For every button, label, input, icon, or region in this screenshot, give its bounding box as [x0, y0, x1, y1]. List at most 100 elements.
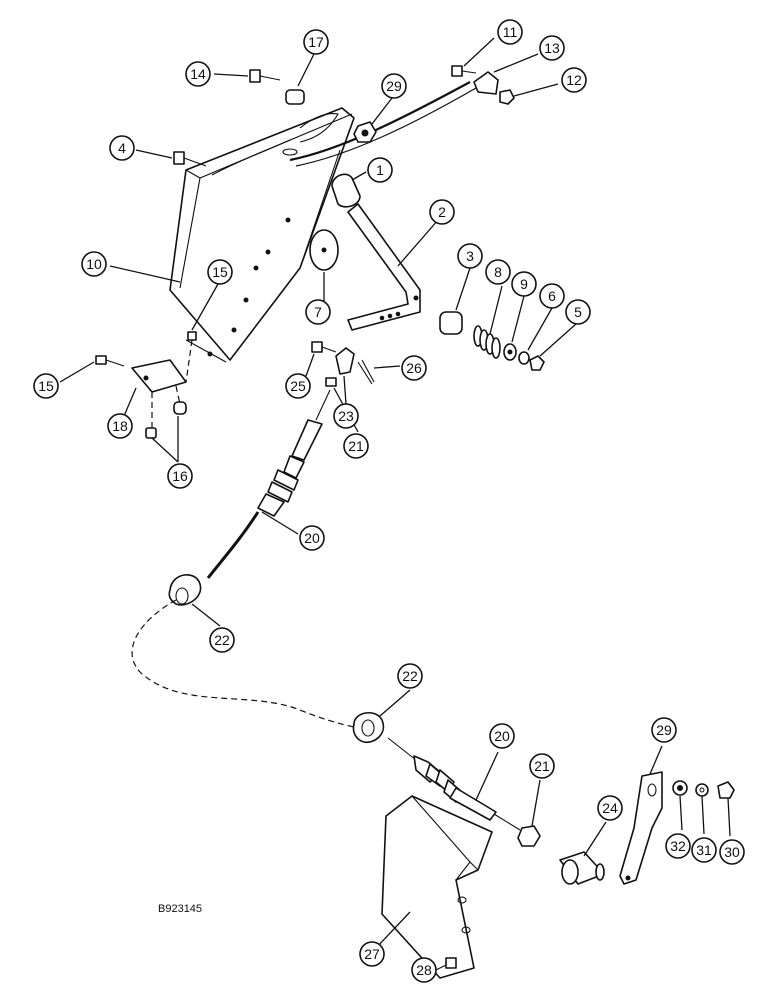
svg-text:17: 17	[308, 34, 324, 50]
svg-text:1: 1	[376, 162, 384, 178]
callout-17: 17	[303, 29, 329, 55]
callout-22-upper: 22	[209, 627, 235, 653]
cylinder-24	[559, 851, 605, 885]
callout-8: 8	[485, 259, 511, 285]
callouts: 17 14 29 11 13 12 4 1 2 10 15 3 8 9 6 5 …	[33, 19, 745, 983]
lever-2	[347, 203, 421, 331]
svg-text:12: 12	[566, 72, 582, 88]
svg-text:21: 21	[534, 758, 550, 774]
disc-7	[309, 229, 339, 271]
callout-15-lower: 15	[33, 373, 59, 399]
svg-text:22: 22	[214, 632, 230, 648]
callout-22-lower: 22	[397, 663, 423, 689]
svg-text:26: 26	[406, 360, 422, 376]
svg-text:6: 6	[548, 288, 556, 304]
bolt-15-upper	[185, 331, 197, 383]
bolt-11	[451, 65, 477, 77]
bolt-15-lower	[95, 355, 125, 367]
svg-text:13: 13	[544, 40, 560, 56]
svg-text:24: 24	[602, 800, 618, 816]
svg-text:5: 5	[574, 304, 582, 320]
svg-text:14: 14	[190, 66, 206, 82]
bracket-arm-29-lower	[619, 771, 663, 885]
knob-1	[331, 173, 361, 208]
svg-text:8: 8	[494, 264, 502, 280]
callout-4: 4	[109, 135, 135, 161]
svg-text:10: 10	[86, 256, 102, 272]
callout-21-upper: 21	[343, 433, 369, 459]
callout-16: 16	[167, 463, 193, 489]
callout-21-lower: 21	[529, 753, 555, 779]
callout-27: 27	[359, 941, 385, 967]
callout-23: 23	[333, 403, 359, 429]
svg-text:16: 16	[172, 468, 188, 484]
svg-text:9: 9	[520, 276, 528, 292]
washer-9	[503, 343, 517, 361]
callout-28: 28	[411, 957, 437, 983]
svg-text:20: 20	[304, 530, 320, 546]
callout-12: 12	[561, 67, 587, 93]
callout-5: 5	[565, 299, 591, 325]
callout-7: 7	[305, 299, 331, 325]
cable-20-upper	[206, 389, 331, 581]
lock-washer-31	[695, 783, 709, 797]
pin-25	[311, 341, 337, 353]
cable-20-lower	[387, 737, 521, 831]
svg-text:4: 4	[118, 140, 126, 156]
callout-13: 13	[539, 35, 565, 61]
grommet-22-upper	[168, 574, 202, 606]
plate-27	[381, 795, 493, 979]
callout-30: 30	[719, 839, 745, 865]
callout-20-lower: 20	[489, 723, 515, 749]
callout-10: 10	[81, 251, 107, 277]
nut-5	[529, 355, 545, 371]
svg-text:18: 18	[112, 418, 128, 434]
callout-1: 1	[367, 157, 393, 183]
nut-30	[717, 781, 735, 799]
spacer-17	[285, 89, 305, 105]
callout-18: 18	[107, 413, 133, 439]
nut-16-b	[173, 401, 187, 415]
callout-29-upper: 29	[381, 73, 407, 99]
callout-6: 6	[539, 283, 565, 309]
nut-21-lower	[517, 825, 541, 847]
callout-24: 24	[597, 795, 623, 821]
spacer-3	[439, 311, 463, 335]
svg-text:2: 2	[438, 204, 446, 220]
callout-20-upper: 20	[299, 525, 325, 551]
cotter-pin-26	[357, 359, 375, 385]
spring-8	[473, 325, 501, 359]
svg-text:20: 20	[494, 728, 510, 744]
callout-14: 14	[185, 61, 211, 87]
grommet-22-lower	[352, 712, 385, 744]
callout-29-lower: 29	[651, 717, 677, 743]
callout-3: 3	[457, 243, 483, 269]
washer-6	[518, 351, 530, 365]
mounting-bracket	[169, 107, 355, 363]
washer-32	[672, 780, 688, 796]
svg-text:31: 31	[696, 842, 712, 858]
svg-text:3: 3	[466, 248, 474, 264]
svg-text:29: 29	[386, 78, 402, 94]
clip-13	[473, 71, 499, 95]
callout-15-upper: 15	[207, 259, 233, 285]
svg-text:32: 32	[670, 838, 686, 854]
callout-11: 11	[497, 19, 523, 45]
svg-text:23: 23	[338, 408, 354, 424]
bolt-14	[249, 69, 281, 83]
leader-lines	[59, 37, 731, 949]
svg-text:29: 29	[656, 722, 672, 738]
nut-29-upper	[353, 121, 377, 143]
svg-text:21: 21	[348, 438, 364, 454]
svg-text:30: 30	[724, 844, 740, 860]
svg-text:7: 7	[314, 304, 322, 320]
svg-text:27: 27	[364, 946, 380, 962]
svg-text:22: 22	[402, 668, 418, 684]
callout-2: 2	[429, 199, 455, 225]
callout-9: 9	[511, 271, 537, 297]
svg-text:15: 15	[38, 378, 54, 394]
svg-text:25: 25	[290, 378, 306, 394]
nut-12	[499, 89, 515, 105]
bracket-18	[131, 359, 187, 430]
